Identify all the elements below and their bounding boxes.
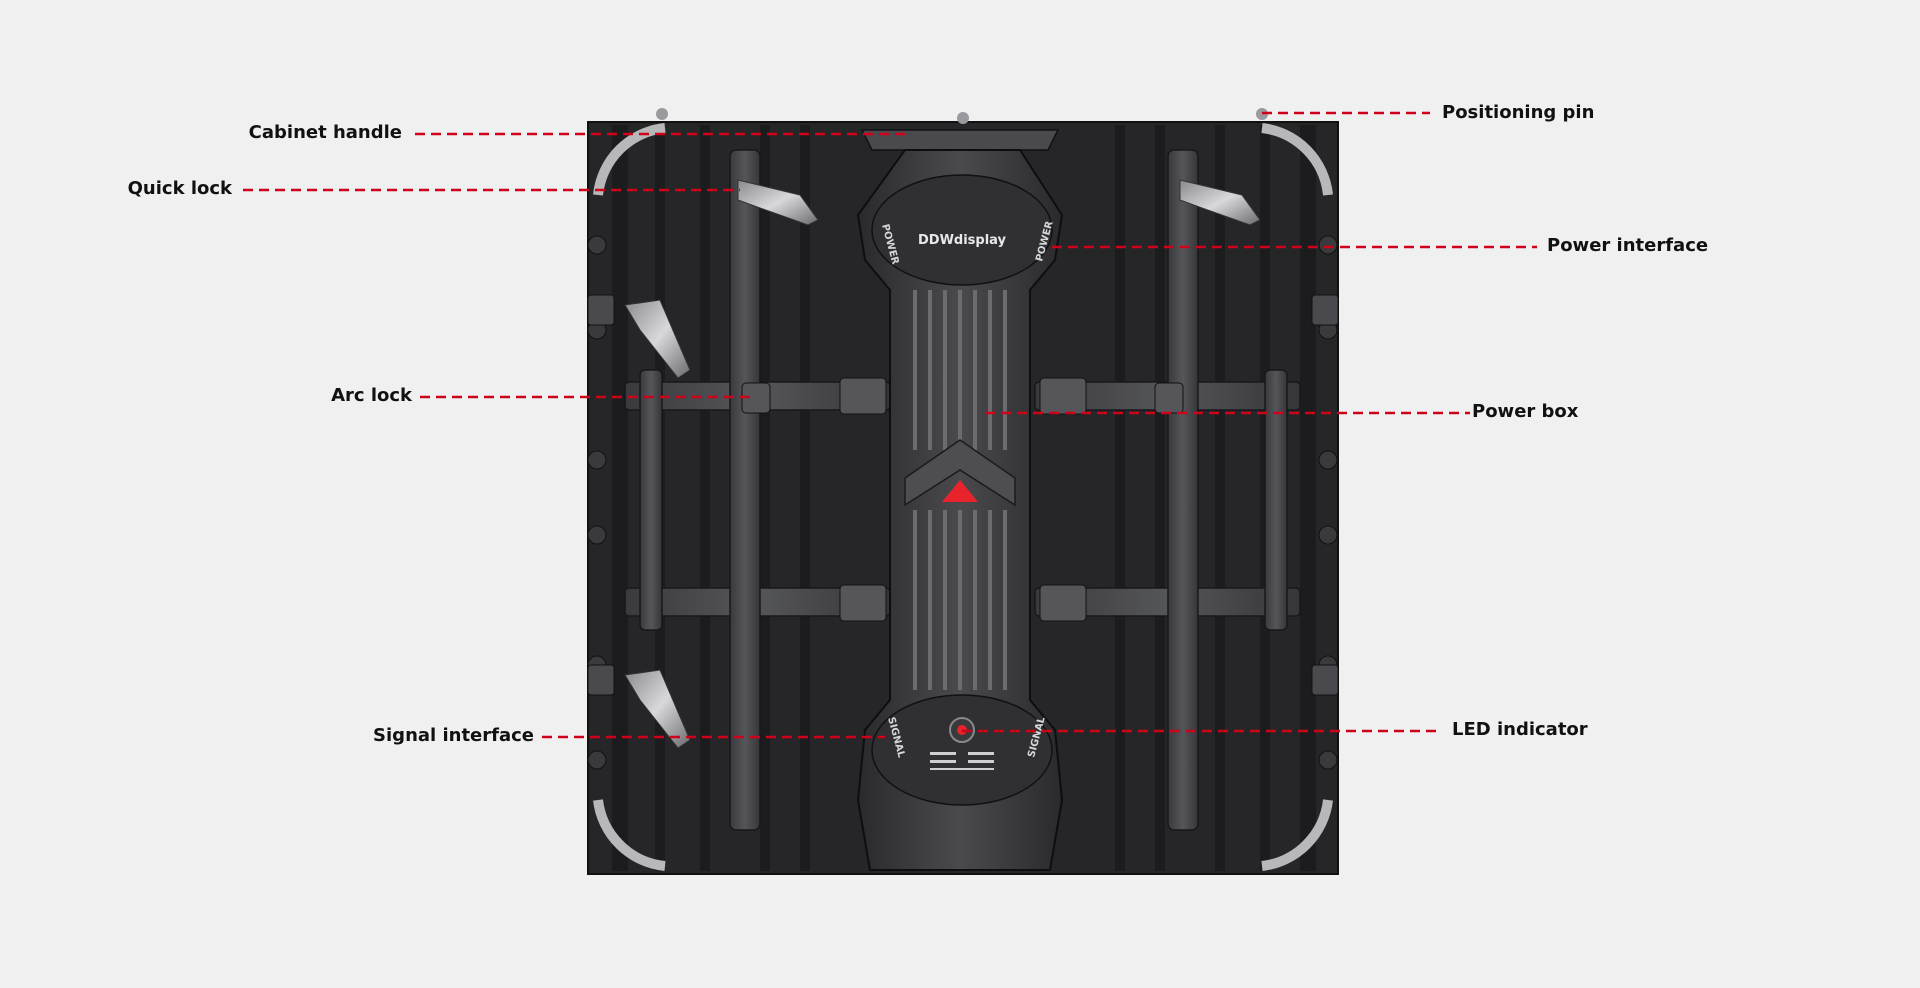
red-triangle [942, 480, 978, 502]
chevron-badge [904, 439, 1016, 507]
top-handle [860, 129, 1060, 151]
power-box-fins [913, 290, 1007, 690]
label-power-interface: Power interface [1547, 235, 1709, 256]
side-blocks [587, 294, 1339, 696]
quick-lock-levers [624, 179, 1261, 749]
positioning-pin-top [957, 112, 969, 124]
label-cabinet-handle: Cabinet handle [248, 122, 402, 143]
label-power-box: Power box [1472, 401, 1579, 422]
arc-lock-blocks [741, 377, 1184, 622]
label-signal-interface: Signal interface [373, 725, 534, 746]
positioning-pin-left [656, 108, 668, 120]
label-arc-lock: Arc lock [331, 385, 412, 406]
signal-hub [871, 694, 1053, 806]
label-led-indicator: LED indicator [1452, 719, 1588, 740]
brand-logo: DDWdisplay [918, 233, 1007, 248]
spec-plate [930, 752, 994, 770]
power-hub [871, 174, 1053, 286]
label-quick-lock: Quick lock [127, 178, 232, 199]
corner-arcs [593, 123, 1333, 871]
label-positioning-pin: Positioning pin [1442, 102, 1595, 123]
leader-lines [243, 111, 1537, 739]
